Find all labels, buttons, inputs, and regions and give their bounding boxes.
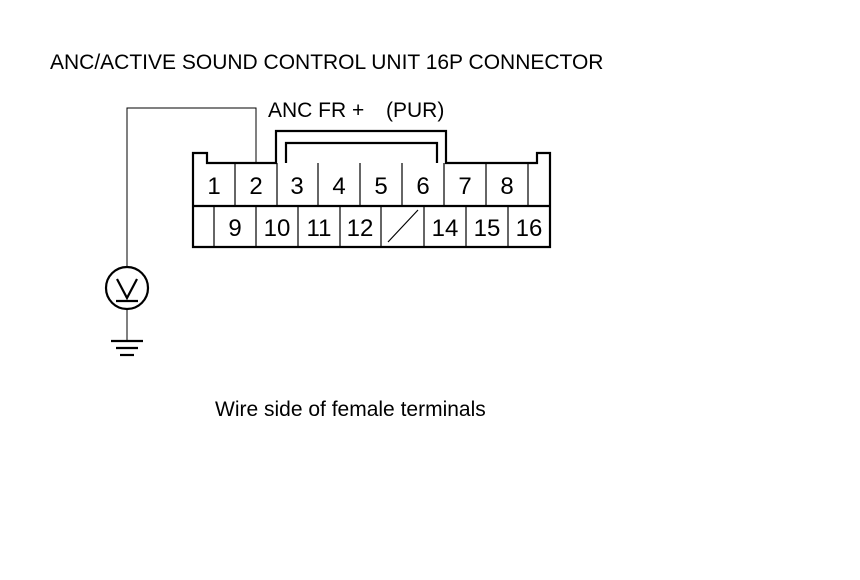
terminal-number: 5 [374,173,387,200]
terminal-number: 10 [264,215,291,242]
terminal-row-top: 1 2 3 4 5 6 7 8 [207,173,513,200]
ground-icon [111,339,143,357]
unused-cavity-mark [387,209,419,243]
terminal-number: 9 [228,215,241,242]
terminal-number: 7 [458,173,471,200]
connector-body [191,129,552,249]
view-caption: Wire side of female terminals [215,398,486,421]
terminal-number: 11 [307,215,332,242]
terminal-number: 15 [474,215,501,242]
probe-wire [126,107,257,268]
terminal-number: 14 [432,215,459,242]
terminal-number: 2 [249,173,262,200]
terminal-number: 3 [290,173,303,200]
probe-label: ANC FR + [268,99,364,122]
diagram-title: ANC/ACTIVE SOUND CONTROL UNIT 16P CONNEC… [50,51,603,74]
terminal-number: 16 [516,215,543,242]
terminal-row-bottom: 9 10 11 12 14 15 16 [228,215,542,242]
voltmeter-icon [104,265,150,311]
wire-color-label: (PUR) [386,99,444,122]
terminal-number: 12 [347,215,374,242]
terminal-number: 1 [207,173,220,200]
terminal-number: 8 [500,173,513,200]
terminal-number: 4 [332,173,345,200]
terminal-number: 6 [416,173,429,200]
